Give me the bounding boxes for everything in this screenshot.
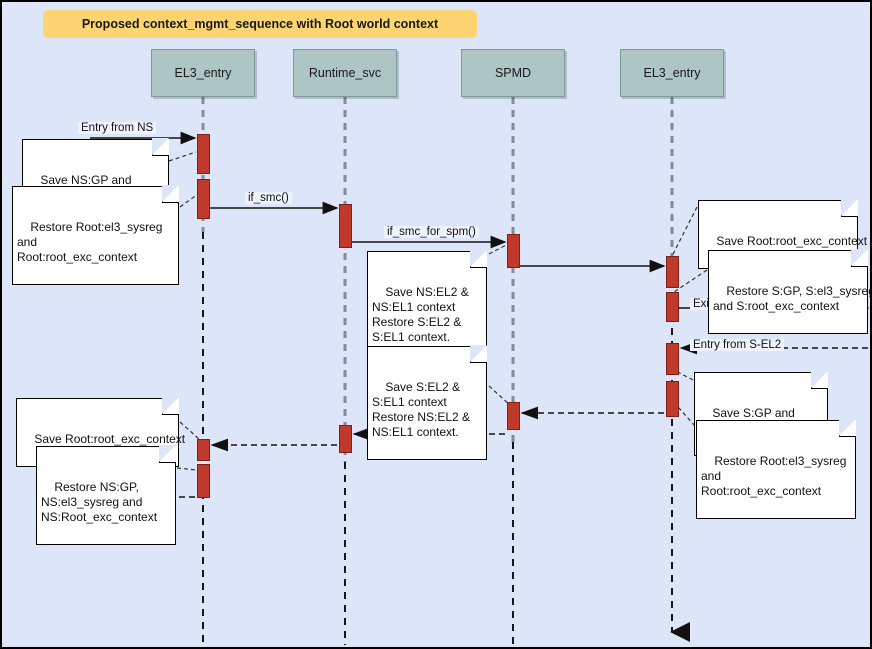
note-text: Save S:EL2 & S:EL1 context Restore NS:EL… <box>372 380 471 439</box>
activation-bar[interactable] <box>197 134 210 174</box>
diagram-title: Proposed context_mgmt_sequence with Root… <box>81 17 439 31</box>
activation-bar[interactable] <box>339 425 352 453</box>
note-fold-icon <box>159 445 176 463</box>
diagram-title-banner: Proposed context_mgmt_sequence with Root… <box>43 10 477 38</box>
note-text: Save NS:EL2 & NS:EL1 context Restore S:E… <box>372 285 469 344</box>
lifeline-label: EL3_entry <box>643 66 701 80</box>
lifeline-head-el3-entry-right[interactable]: EL3_entry <box>620 49 724 97</box>
activation-bar[interactable] <box>197 179 210 219</box>
note-fold-icon <box>162 397 179 415</box>
lifeline-label: SPMD <box>494 66 532 80</box>
note-text: Restore Root:el3_sysreg and Root:root_ex… <box>17 220 163 264</box>
activation-bar[interactable] <box>197 464 210 498</box>
note-fold-icon <box>841 199 858 217</box>
activation-bar[interactable] <box>507 234 520 268</box>
note-restore-root-el3-sysreg-right: Restore Root:el3_sysreg and Root:root_ex… <box>696 419 856 519</box>
message-label-entry-from-s-el2: Entry from S-EL2 <box>690 339 785 351</box>
note-restore-ns-gp: Restore NS:GP, NS:el3_sysreg and NS:Root… <box>36 445 176 545</box>
lifeline-label: EL3_entry <box>174 66 232 80</box>
activation-bar[interactable] <box>666 343 679 375</box>
note-fold-icon <box>811 371 828 389</box>
message-label-if-smc: if_smc() <box>245 192 292 204</box>
message-label-if-smc-for-spm: if_smc_for_spm() <box>384 226 479 238</box>
note-text: Restore S:GP, S:el3_sysreg and S:root_ex… <box>713 284 872 313</box>
note-fold-icon <box>152 138 169 156</box>
note-text: Save Root:root_exc_context <box>716 234 868 248</box>
note-save-s-el2-restore-ns-el2: Save S:EL2 & S:EL1 context Restore NS:EL… <box>367 345 487 460</box>
note-restore-root-el3-sysreg: Restore Root:el3_sysreg and Root:root_ex… <box>12 185 179 285</box>
note-text: Restore NS:GP, NS:el3_sysreg and NS:Root… <box>41 480 158 524</box>
note-fold-icon <box>839 419 856 437</box>
note-text: Save Root:root_exc_context <box>34 432 186 446</box>
activation-bar[interactable] <box>339 204 352 248</box>
activation-bar[interactable] <box>666 256 679 288</box>
lifeline-head-spmd[interactable]: SPMD <box>461 49 565 97</box>
lifeline-head-el3-entry-left[interactable]: EL3_entry <box>151 49 255 97</box>
note-fold-icon <box>470 345 487 363</box>
activation-bar[interactable] <box>197 439 210 461</box>
note-fold-icon <box>162 185 179 203</box>
activation-bar[interactable] <box>666 292 679 322</box>
note-fold-icon <box>851 249 868 267</box>
note-fold-icon <box>470 250 487 268</box>
lifeline-label: Runtime_svc <box>308 66 382 80</box>
message-label-entry-from-ns: Entry from NS <box>78 122 157 134</box>
lifeline-head-runtime-svc[interactable]: Runtime_svc <box>293 49 397 97</box>
note-restore-s-gp: Restore S:GP, S:el3_sysreg and S:root_ex… <box>708 249 870 334</box>
activation-bar[interactable] <box>507 402 520 430</box>
note-text: Restore Root:el3_sysreg and Root:root_ex… <box>701 454 847 498</box>
activation-bar[interactable] <box>666 381 679 417</box>
